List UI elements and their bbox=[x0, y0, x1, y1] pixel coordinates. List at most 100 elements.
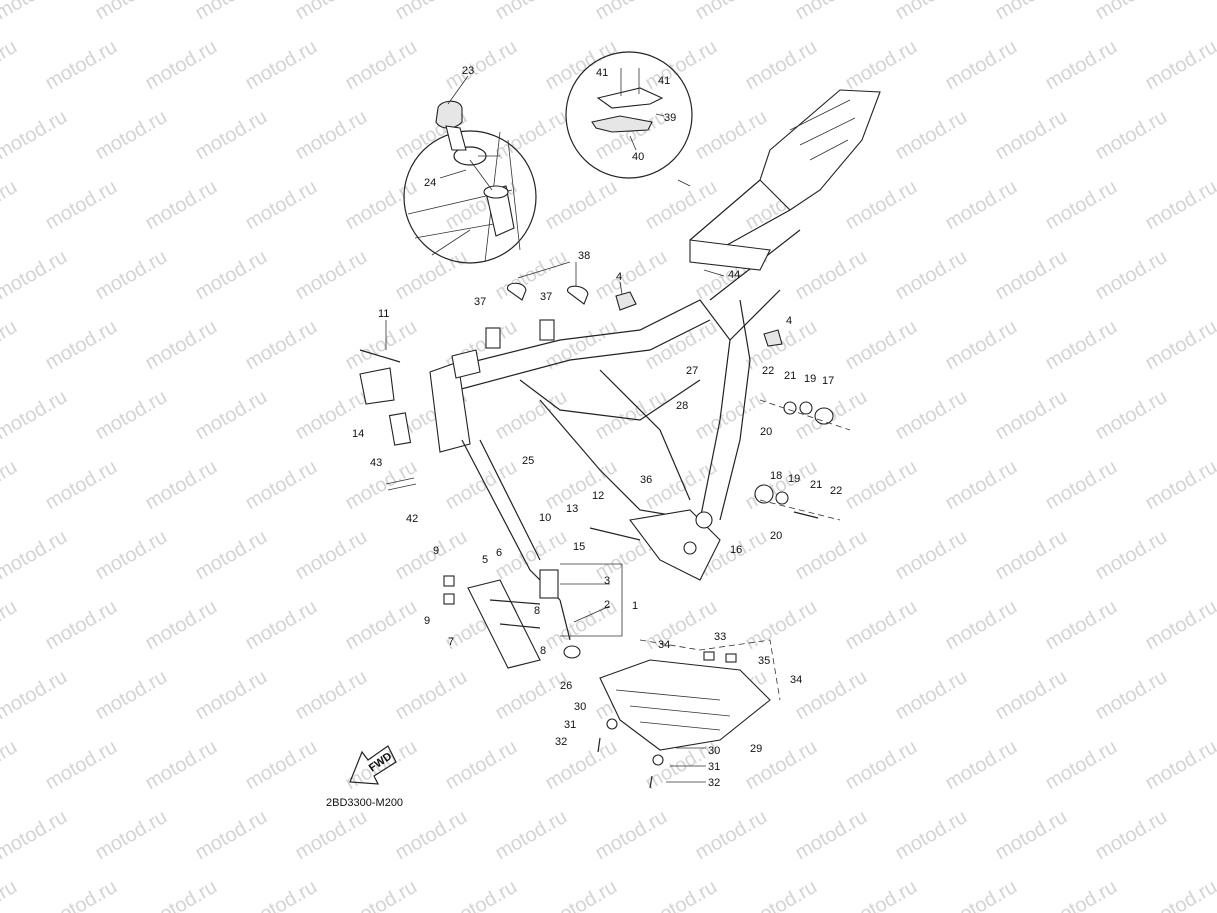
watermark-text: motod.ru bbox=[0, 876, 21, 913]
springs-and-clamps bbox=[485, 282, 783, 349]
watermark-text: motod.ru bbox=[1042, 456, 1121, 515]
watermark-text: motod.ru bbox=[242, 176, 321, 235]
callout-3: 3 bbox=[604, 575, 610, 587]
watermark-text: motod.ru bbox=[642, 456, 721, 515]
watermark-text: motod.ru bbox=[242, 456, 321, 515]
watermark-text: motod.ru bbox=[292, 806, 371, 865]
watermark-text: motod.ru bbox=[0, 666, 71, 725]
watermark-text: motod.ru bbox=[842, 596, 921, 655]
watermark-text: motod.ru bbox=[842, 876, 921, 913]
watermark-text: motod.ru bbox=[0, 456, 21, 515]
callout-21: 21 bbox=[784, 370, 796, 382]
watermark-text: motod.ru bbox=[0, 736, 21, 795]
watermark-text: motod.ru bbox=[0, 596, 21, 655]
watermark-text: motod.ru bbox=[542, 736, 621, 795]
watermark-text: motod.ru bbox=[42, 876, 121, 913]
watermark-text: motod.ru bbox=[392, 246, 471, 305]
callout-11: 11 bbox=[378, 308, 389, 320]
watermark-text: motod.ru bbox=[192, 526, 271, 585]
watermark-text: motod.ru bbox=[0, 36, 21, 95]
watermark-text: motod.ru bbox=[492, 666, 571, 725]
callout-labels: 23 24 41 41 39 40 38 4 44 37 37 4 11 27 … bbox=[352, 65, 842, 789]
watermark-text: motod.ru bbox=[1092, 386, 1171, 445]
callout-44: 44 bbox=[728, 269, 740, 281]
callout-8: 8 bbox=[540, 645, 546, 657]
watermark-text: motod.ru bbox=[742, 596, 821, 655]
watermark-text: motod.ru bbox=[692, 0, 771, 24]
watermark-text: motod.ru bbox=[92, 386, 171, 445]
shock-and-linkage bbox=[443, 563, 623, 669]
watermark-text: motod.ru bbox=[42, 736, 121, 795]
watermark-text: motod.ru bbox=[0, 316, 21, 375]
skid-plate-fasteners bbox=[597, 718, 664, 789]
callout-23: 23 bbox=[462, 65, 474, 77]
watermark-text: motod.ru bbox=[342, 596, 421, 655]
watermark-text: motod.ru bbox=[342, 36, 421, 95]
watermark-text: motod.ru bbox=[1042, 876, 1121, 913]
callout-33: 33 bbox=[714, 631, 726, 643]
callout-37: 37 bbox=[540, 291, 552, 303]
callout-35: 35 bbox=[758, 655, 770, 667]
watermark-text: motod.ru bbox=[392, 526, 471, 585]
watermark-text: motod.ru bbox=[942, 456, 1021, 515]
watermark-text: motod.ru bbox=[442, 456, 521, 515]
detail-circle-cover-plate bbox=[565, 51, 693, 187]
callout-40: 40 bbox=[632, 151, 644, 163]
watermark-text: motod.ru bbox=[342, 876, 421, 913]
watermark-text: motod.ru bbox=[42, 36, 121, 95]
callout-19: 19 bbox=[804, 373, 816, 385]
callout-31: 31 bbox=[564, 719, 576, 731]
watermark-text: motod.ru bbox=[1092, 246, 1171, 305]
callout-14: 14 bbox=[352, 428, 364, 440]
watermark-text: motod.ru bbox=[592, 0, 671, 24]
watermark-text: motod.ru bbox=[242, 36, 321, 95]
callout-36: 36 bbox=[640, 474, 652, 486]
watermark-text: motod.ru bbox=[92, 526, 171, 585]
watermark-text: motod.ru bbox=[1092, 526, 1171, 585]
watermark-text: motod.ru bbox=[442, 876, 521, 913]
callout-31: 31 bbox=[708, 761, 720, 773]
watermark-text: motod.ru bbox=[92, 666, 171, 725]
watermark-text: motod.ru bbox=[892, 106, 971, 165]
callout-6: 6 bbox=[496, 547, 502, 559]
watermark-text: motod.ru bbox=[192, 106, 271, 165]
watermark-text: motod.ru bbox=[992, 246, 1071, 305]
watermark-text: motod.ru bbox=[1142, 316, 1217, 375]
watermark-text: motod.ru bbox=[642, 876, 721, 913]
watermark-text: motod.ru bbox=[342, 176, 421, 235]
watermark-text: motod.ru bbox=[942, 876, 1021, 913]
watermark-text: motod.ru bbox=[992, 0, 1071, 24]
watermark-text: motod.ru bbox=[792, 0, 871, 24]
callout-24: 24 bbox=[424, 177, 436, 189]
watermark-text: motod.ru bbox=[742, 36, 821, 95]
watermark-text: motod.ru bbox=[1142, 456, 1217, 515]
callout-29: 29 bbox=[750, 743, 762, 755]
watermark-text: motod.ru bbox=[842, 736, 921, 795]
callout-21: 21 bbox=[810, 479, 822, 491]
engine-mount-parts-right bbox=[754, 399, 851, 521]
watermark-text: motod.ru bbox=[342, 316, 421, 375]
watermark-text: motod.ru bbox=[392, 806, 471, 865]
callout-22: 22 bbox=[762, 365, 774, 377]
watermark-text: motod.ru bbox=[1042, 736, 1121, 795]
callout-5: 5 bbox=[482, 554, 488, 566]
watermark-text: motod.ru bbox=[292, 0, 371, 24]
diagram-code: 2BD3300-M200 bbox=[326, 797, 403, 809]
watermark-text: motod.ru bbox=[842, 176, 921, 235]
watermark-text: motod.ru bbox=[792, 666, 871, 725]
watermark-text: motod.ru bbox=[642, 596, 721, 655]
callout-8: 8 bbox=[534, 605, 540, 617]
callout-16: 16 bbox=[730, 544, 742, 556]
watermark-text: motod.ru bbox=[0, 0, 71, 24]
callout-15: 15 bbox=[573, 541, 585, 553]
callout-43: 43 bbox=[370, 457, 382, 469]
watermark-text: motod.ru bbox=[0, 806, 71, 865]
watermark-text: motod.ru bbox=[742, 316, 821, 375]
watermark-text: motod.ru bbox=[1092, 0, 1171, 24]
watermark-text: motod.ru bbox=[142, 456, 221, 515]
callout-4: 4 bbox=[616, 271, 622, 283]
callout-41: 41 bbox=[596, 67, 608, 79]
watermark-text: motod.ru bbox=[1142, 596, 1217, 655]
